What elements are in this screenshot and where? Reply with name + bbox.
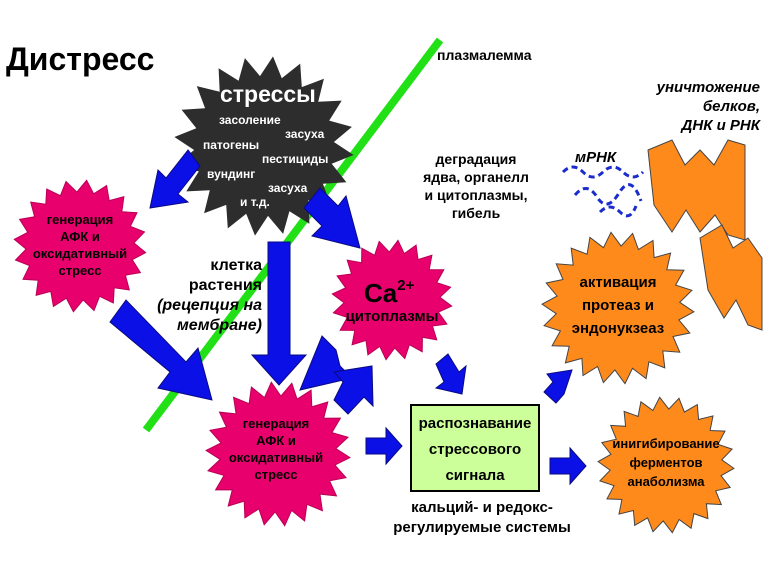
degradation-line-2: ядва, органелл xyxy=(423,169,529,185)
protease-line-1: активация xyxy=(580,274,657,291)
ros-bottom-line-2: АФК и xyxy=(256,433,296,448)
degradation-line-4: гибель xyxy=(452,205,501,221)
ros-top-line-3: оксидативный xyxy=(33,246,127,261)
stress-item-pesticides: пестициды xyxy=(262,152,328,166)
cell-label-line-2: растения xyxy=(189,277,262,294)
stress-item-drought-2: засуха xyxy=(268,181,308,195)
arrow-ros-bottom-to-recognition xyxy=(365,426,403,466)
ros-top-star xyxy=(13,179,147,313)
stress-item-drought: засуха xyxy=(285,127,325,141)
inhibition-line-2: ферментов xyxy=(629,455,702,470)
degradation-line-1: деградация xyxy=(436,151,517,167)
calcium-symbol: Ca2+ xyxy=(364,277,415,308)
protease-line-2: протеаз и xyxy=(582,297,654,314)
stress-item-wounding: вундинг xyxy=(207,167,255,181)
stress-item-etc: и т.д. xyxy=(240,195,270,209)
ros-top-line-1: генерация xyxy=(47,212,113,227)
recognition-line-1: распознавание xyxy=(419,415,532,432)
cell-label-line-1: клетка xyxy=(210,257,262,274)
stress-star xyxy=(174,56,354,236)
plasmalemma-label: плазмалемма xyxy=(437,47,532,63)
inhibition-star xyxy=(597,396,735,534)
arrow-stress-to-calcium xyxy=(303,187,361,249)
arrow-ros-top-to-ros-bottom xyxy=(109,299,213,401)
arrow-ros-bottom-to-calcium xyxy=(333,365,374,415)
protease-line-3: эндонукзеаз xyxy=(572,320,665,337)
inhibition-line-3: анаболизма xyxy=(627,474,705,489)
ros-bottom-star xyxy=(205,381,351,527)
protease-star xyxy=(541,231,695,385)
inhibition-line-1: инигибирование xyxy=(612,436,719,451)
recognition-line-3: сигнала xyxy=(445,467,505,484)
ros-top-line-4: стресс xyxy=(58,263,101,278)
calcium-star xyxy=(331,239,453,361)
arrow-recognition-to-protease xyxy=(543,369,573,404)
arrow-recognition-to-inhibition xyxy=(549,446,587,486)
systems-line-2: регулируемые системы xyxy=(393,519,571,536)
ros-bottom-line-1: генерация xyxy=(243,416,309,431)
mrna-strand-1 xyxy=(561,165,645,179)
ros-bottom-line-3: оксидативный xyxy=(229,450,323,465)
calcium-subtitle: цитоплазмы xyxy=(346,308,439,325)
calcium-charge: 2+ xyxy=(397,277,414,294)
stress-item-pathogens: патогены xyxy=(203,138,259,152)
page-title: Дистресс xyxy=(6,41,154,77)
mrna-strand-2 xyxy=(573,183,643,206)
cell-label-line-3: (рецепция на xyxy=(157,297,262,314)
systems-line-1: кальций- и редокс- xyxy=(411,499,553,516)
mrna-strand-3 xyxy=(598,205,638,218)
mrna-label: мРНК xyxy=(575,149,618,166)
degradation-line-3: и цитоплазмы, xyxy=(424,187,527,203)
stress-title: стрессы xyxy=(220,81,316,107)
ros-bottom-line-4: стресс xyxy=(254,467,297,482)
destruction-line-1: уничтожение xyxy=(656,79,760,96)
calcium-ca: Ca xyxy=(364,278,398,308)
recognition-box xyxy=(410,404,540,492)
arrow-calcium-to-recognition xyxy=(434,353,467,395)
ros-top-line-2: АФК и xyxy=(60,229,100,244)
destruction-line-3: ДНК и РНК xyxy=(680,117,762,134)
arrow-stress-to-ros-top xyxy=(149,149,201,209)
cell-label-line-4: мембране) xyxy=(177,317,262,334)
destruction-zigzag-bottom xyxy=(699,224,763,331)
arrow-cell-to-ros-bottom xyxy=(250,241,308,386)
stress-item-salinity: засоление xyxy=(219,113,281,127)
recognition-line-2: стрессового xyxy=(429,441,521,458)
destruction-zigzag-top xyxy=(647,139,746,241)
destruction-line-2: белков, xyxy=(703,98,760,115)
